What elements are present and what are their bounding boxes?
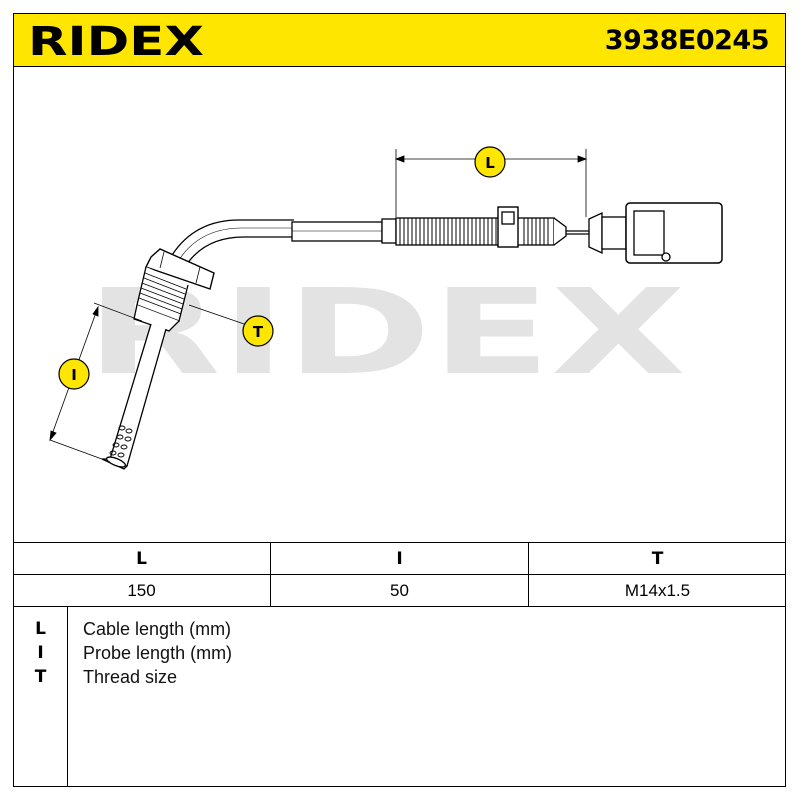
callout-T: T — [242, 315, 274, 347]
header-cell-I: I — [270, 543, 528, 574]
part-number: 3938E0245 — [604, 25, 770, 56]
legend-keys-column: L I T — [13, 607, 68, 787]
callout-L: L — [474, 146, 506, 178]
legend-key-I: I — [37, 643, 44, 663]
technical-drawing: RIDEX — [49, 146, 723, 470]
logo-text: RIDEX — [28, 20, 204, 60]
value-cell-L: 150 — [127, 580, 156, 600]
legend-desc-I: Probe length (mm) — [83, 643, 233, 663]
value-cell-T: M14x1.5 — [528, 575, 786, 606]
ridex-logo: RIDEX — [28, 20, 204, 60]
spec-table-header: L I T — [13, 542, 786, 575]
header-cell-L: L — [136, 548, 147, 569]
callout-I: I — [58, 358, 90, 390]
probe-perforations — [109, 425, 133, 458]
legend-key-L: L — [35, 619, 46, 639]
callout-L-text: L — [485, 154, 495, 172]
legend: L I T Cable length (mm) Probe length (mm… — [13, 607, 786, 787]
header-cell-T: T — [528, 543, 786, 574]
spec-table-values: 150 50 M14x1.5 — [13, 575, 786, 607]
legend-desc-L: Cable length (mm) — [83, 619, 232, 639]
callout-T-text: T — [253, 323, 264, 341]
value-cell-I: 50 — [270, 575, 528, 606]
header-bar: RIDEX 3938E0245 — [13, 13, 786, 67]
legend-desc-T: Thread size — [83, 667, 178, 687]
sensor-illustration — [101, 202, 723, 470]
callout-I-text: I — [71, 366, 77, 384]
legend-key-T: T — [34, 667, 47, 687]
